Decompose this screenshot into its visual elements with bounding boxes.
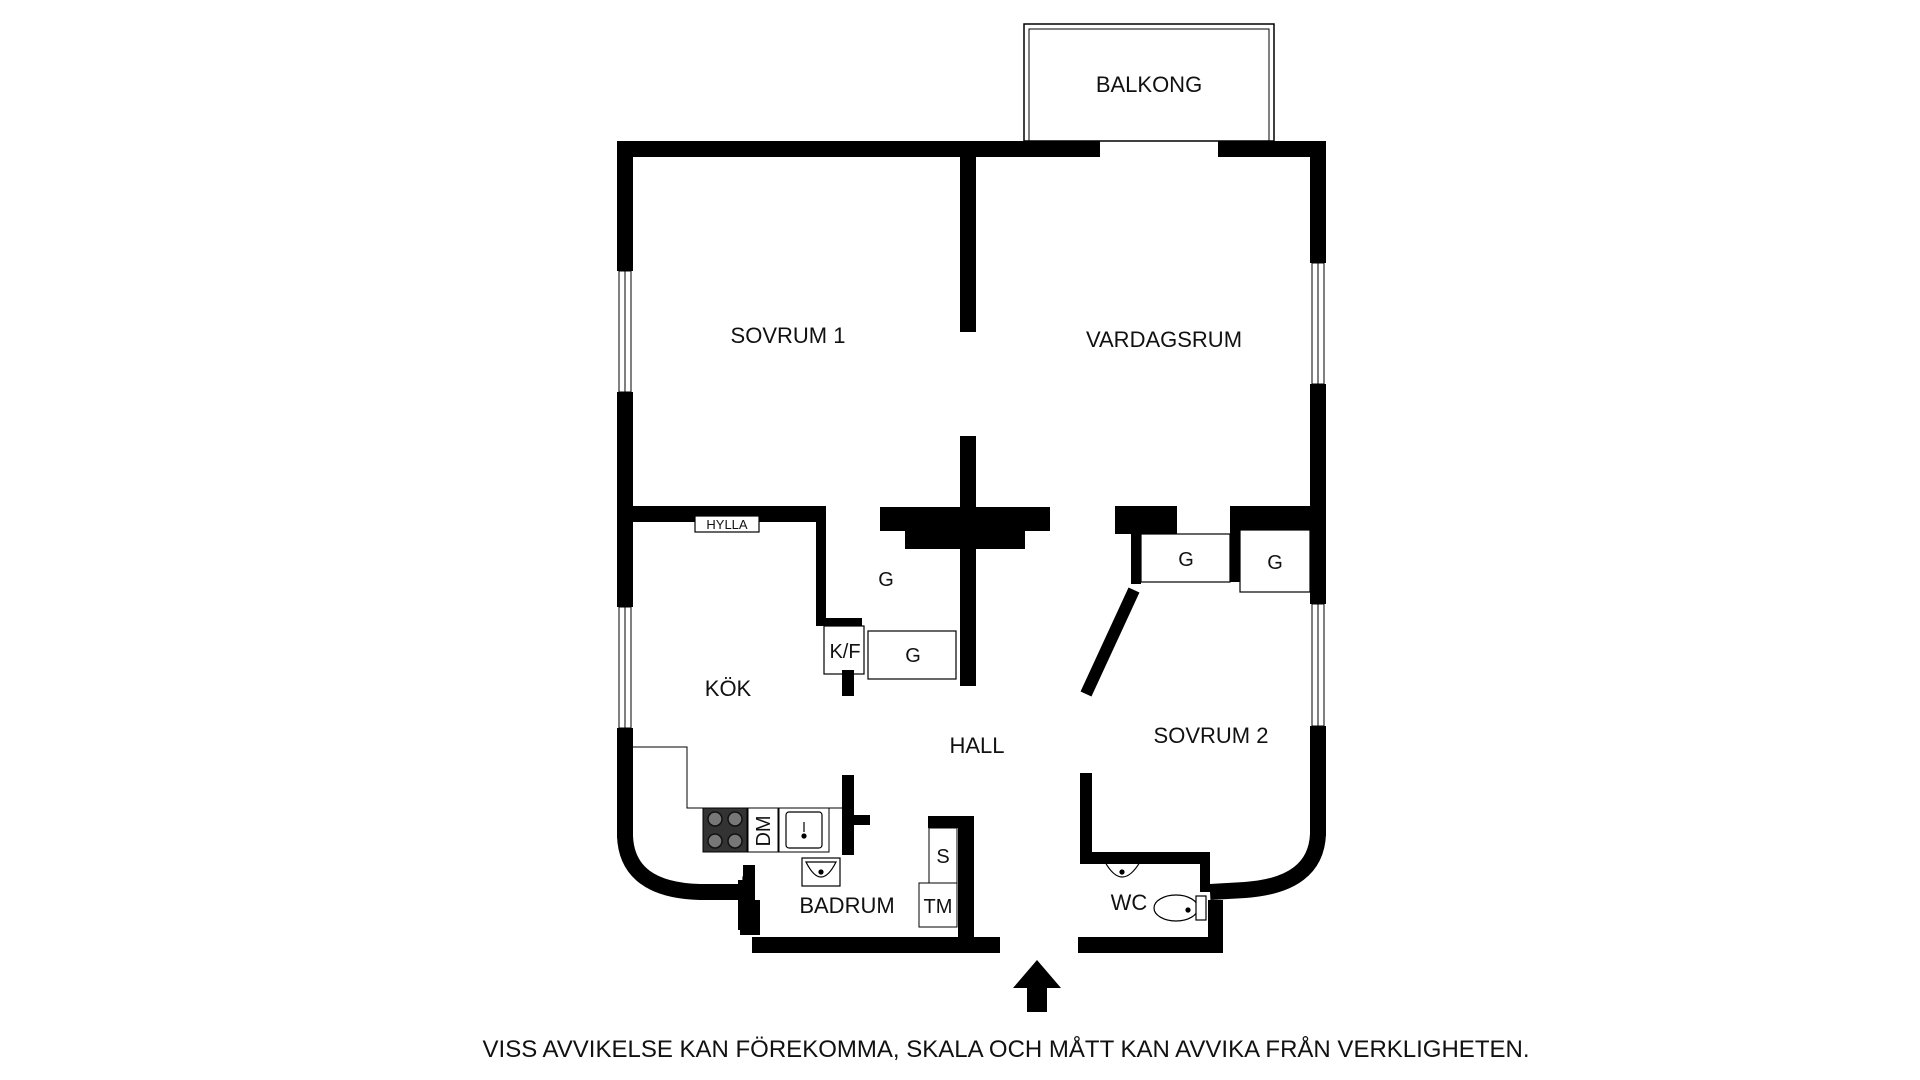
closets [694, 515, 1311, 680]
room-label-balkong: BALKONG [1096, 72, 1202, 97]
room-label-sovrum-2: SOVRUM 2 [1154, 723, 1269, 748]
fixture-label-hylla: HYLLA [706, 517, 748, 532]
fixture-label-s: S [936, 846, 949, 868]
room-label-hall: HALL [949, 733, 1004, 758]
closet-label-g: G [1267, 552, 1283, 574]
diagonal-wall [1080, 587, 1140, 697]
closet-label-g: G [905, 645, 921, 667]
room-label-badrum: BADRUM [799, 893, 894, 918]
disclaimer-text: VISS AVVIKELSE KAN FÖREKOMMA, SKALA OCH … [483, 1035, 1530, 1063]
stove-icon [707, 811, 743, 849]
curved-corners [617, 833, 1326, 900]
shower-box [918, 827, 958, 928]
room-label-wc: WC [1111, 890, 1148, 915]
tap-icon [742, 876, 752, 892]
toilet-icon [1153, 894, 1207, 922]
interior-walls [617, 157, 1326, 946]
room-label-kok: KÖK [705, 676, 752, 701]
arrow-up-icon [1013, 960, 1061, 1012]
fixture-label-dm: DM [753, 815, 775, 846]
bathroom-sink-icon [801, 857, 841, 887]
fixture-label-tm: TM [924, 896, 953, 918]
room-label-vardagsrum: VARDAGSRUM [1086, 327, 1242, 352]
sink-icon [785, 811, 823, 849]
wc-sink-icon [1103, 861, 1142, 878]
closet-label-g: G [878, 569, 894, 591]
fixture-label-kf: K/F [829, 641, 860, 663]
windows [618, 262, 1325, 729]
room-label-sovrum-1: SOVRUM 1 [731, 323, 846, 348]
balcony [1023, 23, 1275, 142]
closet-label-g: G [1178, 549, 1194, 571]
